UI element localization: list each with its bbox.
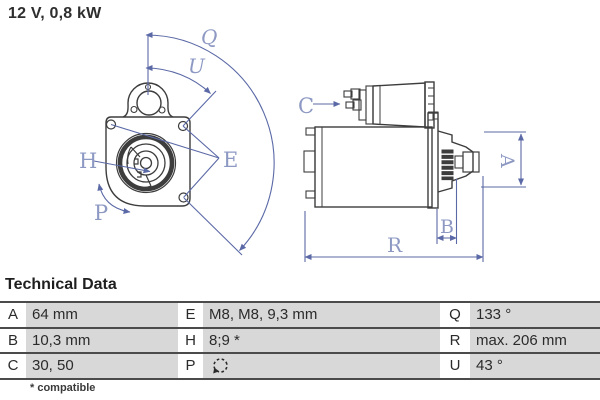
hole-leader-1 xyxy=(110,123,220,159)
spec-key-u: U xyxy=(440,354,470,378)
technical-data-table: A 64 mm E M8, M8, 9,3 mm Q 133 ° B 10,3 … xyxy=(0,301,600,380)
bolt-hole-top-left xyxy=(105,119,117,130)
spec-key-r: R xyxy=(440,328,470,352)
spec-key-p: P xyxy=(178,354,203,378)
table-row: C 30, 50 P U 43 ° xyxy=(0,354,600,380)
label-q: Q xyxy=(201,25,217,49)
front-view-dimensions xyxy=(93,32,275,256)
spec-key-b: B xyxy=(0,328,26,352)
body-tab-top xyxy=(305,127,316,136)
solenoid-cap-step2 xyxy=(365,85,374,125)
body-tab-bottom xyxy=(305,190,316,199)
motor-body xyxy=(314,126,433,208)
side-view-drawing xyxy=(303,81,480,209)
solenoid-end-ticks xyxy=(428,87,434,121)
hole-leader-2 xyxy=(182,125,220,159)
hole-leader-3 xyxy=(183,157,220,198)
side-view-labels: C A B R xyxy=(298,94,518,257)
product-spec-title: 12 V, 0,8 kW xyxy=(8,5,102,22)
dimension-h-leader xyxy=(93,160,151,174)
spec-value-e: M8, M8, 9,3 mm xyxy=(203,303,440,327)
compatible-footnote: * compatible xyxy=(30,382,96,394)
spec-key-q: Q xyxy=(440,303,470,327)
angle-q-leg xyxy=(183,197,243,256)
bracket-hole-right xyxy=(158,106,166,114)
technical-data-heading: Technical Data xyxy=(5,276,117,293)
spec-key-c: C xyxy=(0,354,26,378)
bracket-bore xyxy=(136,90,162,116)
spec-key-h: H xyxy=(178,328,203,352)
bracket-hole-left xyxy=(130,105,138,114)
shaft-end-block xyxy=(462,151,480,173)
label-u: U xyxy=(188,54,206,78)
table-row: A 64 mm E M8, M8, 9,3 mm Q 133 ° xyxy=(0,303,600,329)
flange-plate-notch xyxy=(432,111,439,120)
angle-u-arc xyxy=(145,65,211,94)
solenoid-end-cap xyxy=(424,81,435,129)
spec-value-c: 30, 50 xyxy=(26,354,178,378)
spec-value-p xyxy=(203,354,440,378)
table-row: B 10,3 mm H 8;9 * R max. 206 mm xyxy=(0,328,600,354)
label-p: P xyxy=(94,201,108,225)
label-a: A xyxy=(496,153,518,168)
label-c: C xyxy=(298,94,314,118)
angle-u-leg xyxy=(182,90,217,127)
starter-motor-technical-drawing: Q U E H P xyxy=(79,25,526,262)
spec-value-a: 64 mm xyxy=(26,303,178,327)
label-r: R xyxy=(387,233,403,257)
spec-key-a: A xyxy=(0,303,26,327)
front-view-labels: Q U E H P xyxy=(79,25,238,225)
pinion-teeth xyxy=(441,149,454,181)
label-h: H xyxy=(79,149,97,173)
drive-end-housing xyxy=(437,130,474,193)
rotation-direction-ccw-icon xyxy=(213,357,228,374)
solenoid-body xyxy=(372,82,426,128)
spec-value-h: 8;9 * xyxy=(203,328,440,352)
angle-q-arc xyxy=(145,32,275,251)
side-view-dimensions xyxy=(304,101,526,262)
spec-value-u: 43 ° xyxy=(470,354,600,378)
solenoid-terminals xyxy=(343,88,362,111)
bearing-ring-outer xyxy=(115,132,177,194)
rotation-p-arrow xyxy=(97,183,131,214)
pinion-shaft xyxy=(454,155,464,169)
front-view-drawing xyxy=(105,82,191,207)
spec-value-q: 133 ° xyxy=(470,303,600,327)
spec-key-e: E xyxy=(178,303,203,327)
label-e: E xyxy=(223,148,238,172)
body-boss-left xyxy=(303,150,316,173)
label-b: B xyxy=(440,216,454,238)
spec-value-b: 10,3 mm xyxy=(26,328,178,352)
spec-value-r: max. 206 mm xyxy=(470,328,600,352)
shaft-hole xyxy=(139,156,153,170)
